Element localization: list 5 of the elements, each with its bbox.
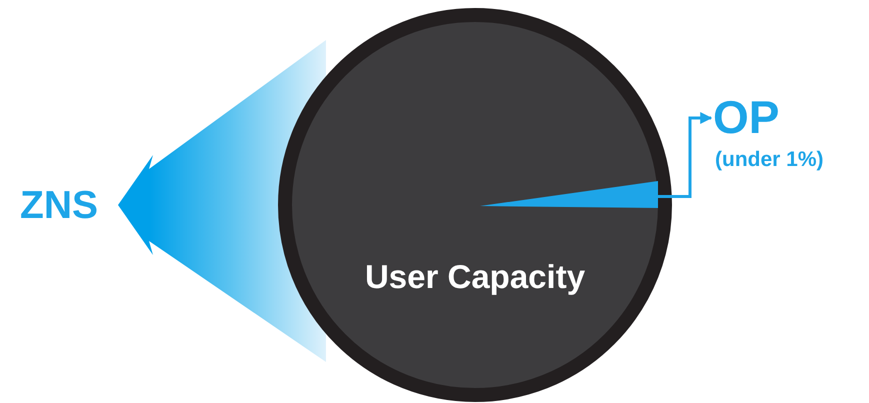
node-label: OP bbox=[713, 94, 780, 140]
leader-arrow bbox=[658, 112, 712, 198]
node-note: (under 1%) bbox=[715, 149, 824, 170]
node-label: ZNS bbox=[20, 186, 98, 225]
circle-label: User Capacity bbox=[364, 260, 586, 293]
